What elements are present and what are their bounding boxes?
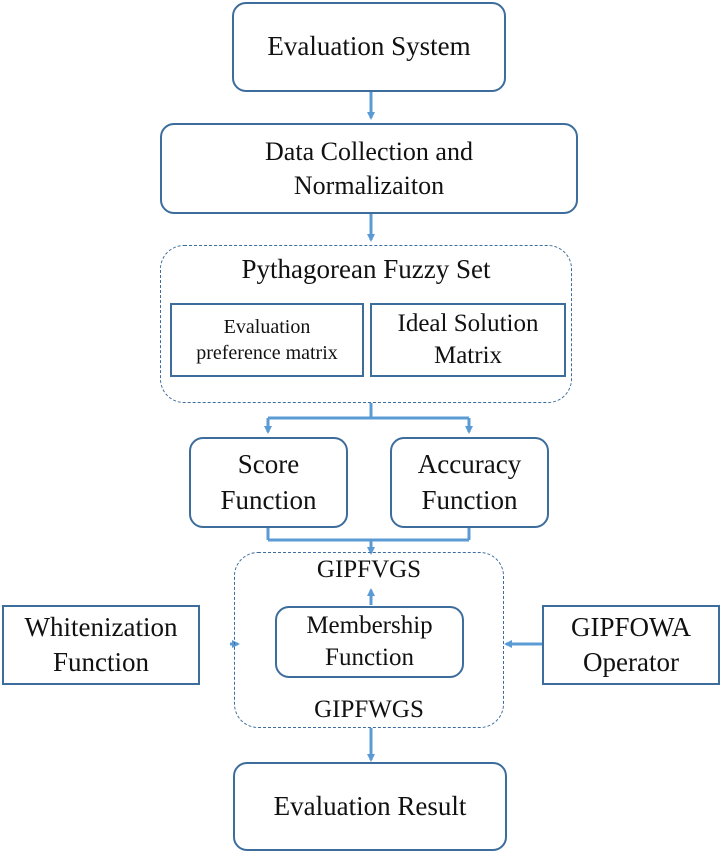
membership-function-line1: Membership xyxy=(306,611,433,639)
score-function-line2: Function xyxy=(220,484,317,515)
evaluation-preference-matrix-line1: Evaluation xyxy=(223,316,311,338)
pythagorean-fuzzy-set-group xyxy=(160,245,572,403)
accuracy-function-line1: Accuracy xyxy=(417,449,522,480)
ideal-solution-matrix-line2: Matrix xyxy=(433,342,503,369)
accuracy-function-line2: Function xyxy=(421,484,518,515)
membership-function-box: Membership Function xyxy=(275,606,464,678)
evaluation-system-label: Evaluation System xyxy=(267,31,471,62)
evaluation-preference-matrix-box: Evaluation preference matrix xyxy=(170,303,364,377)
ideal-solution-matrix-line1: Ideal Solution xyxy=(397,309,539,337)
gipfowa-operator-line2: Operator xyxy=(583,647,679,677)
evaluation-preference-matrix-line2: preference matrix xyxy=(196,342,338,364)
data-collection-line2: Normalizaiton xyxy=(293,170,445,200)
evaluation-result-label: Evaluation Result xyxy=(273,790,467,821)
data-collection-line1: Data Collection and xyxy=(265,136,473,166)
whitenization-function-line2: Function xyxy=(52,647,149,677)
gipfvgs-label: GIPFVGS xyxy=(316,556,422,583)
whitenization-function-line1: Whitenization xyxy=(24,611,178,642)
membership-function-line2: Function xyxy=(325,644,414,671)
evaluation-result-box: Evaluation Result xyxy=(233,762,507,851)
data-collection-box: Data Collection and Normalizaiton xyxy=(160,123,578,214)
score-function-line1: Score xyxy=(237,449,300,480)
whitenization-function-box: Whitenization Function xyxy=(2,605,200,685)
gipfowa-operator-line1: GIPFOWA xyxy=(570,611,691,642)
pythagorean-fuzzy-set-title: Pythagorean Fuzzy Set xyxy=(241,254,491,284)
gipfwgs-label: GIPFWGS xyxy=(314,696,424,723)
accuracy-function-box: Accuracy Function xyxy=(390,437,549,528)
evaluation-system-box: Evaluation System xyxy=(232,2,506,92)
grey-evaluation-group xyxy=(234,552,504,728)
gipfowa-operator-box: GIPFOWA Operator xyxy=(542,605,720,685)
ideal-solution-matrix-box: Ideal Solution Matrix xyxy=(370,303,566,377)
score-function-box: Score Function xyxy=(189,437,348,528)
